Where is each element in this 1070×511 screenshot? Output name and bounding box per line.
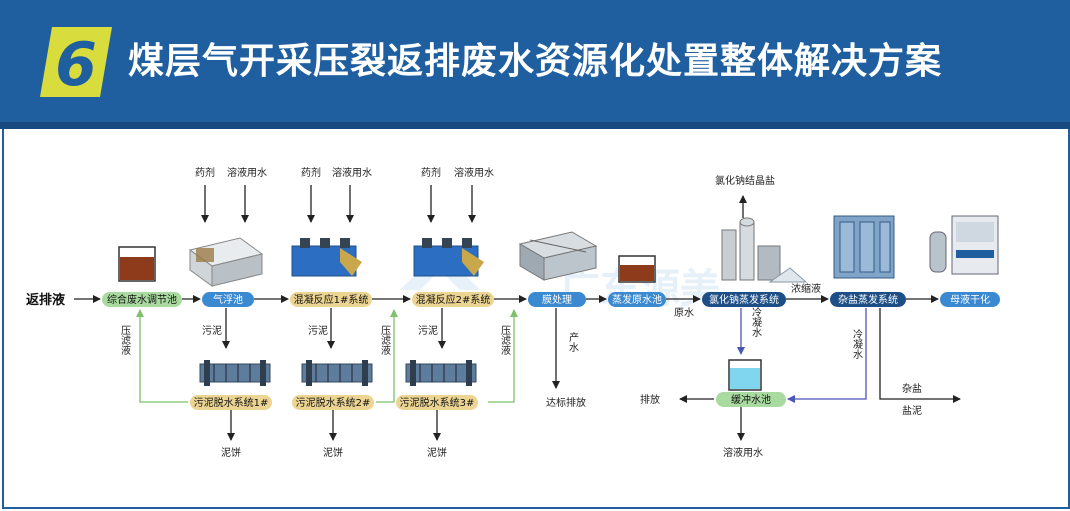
flotation-unit-image bbox=[188, 237, 264, 287]
label-product-water: 产水 bbox=[567, 331, 579, 352]
equalization-tank-image bbox=[118, 246, 156, 282]
arrow-filtrate-return-3 bbox=[488, 309, 518, 403]
svg-text:污泥脱水系统2#: 污泥脱水系统2# bbox=[296, 396, 371, 409]
label-salt-mud: 盐泥 bbox=[902, 404, 922, 417]
label-sludge-3: 污泥 bbox=[418, 324, 438, 337]
svg-text:混凝反应2#系统: 混凝反应2#系统 bbox=[416, 293, 491, 306]
label-solution-2: 溶液用水 bbox=[332, 166, 372, 179]
node-dewater3: 污泥脱水系统3# bbox=[396, 395, 478, 410]
node-equalization: 综合废水调节池 bbox=[102, 292, 182, 307]
node-membrane: 膜处理 bbox=[528, 292, 586, 307]
svg-text:污泥脱水系统3#: 污泥脱水系统3# bbox=[400, 396, 475, 409]
label-cake-1: 泥饼 bbox=[221, 446, 241, 459]
label-reagent-1: 药剂 bbox=[195, 166, 215, 179]
page-title: 煤层气开采压裂返排废水资源化处置整体解决方案 bbox=[128, 41, 943, 82]
label-raw-water: 原水 bbox=[674, 307, 694, 319]
svg-text:气浮池: 气浮池 bbox=[213, 293, 243, 306]
label-solution-3: 溶液用水 bbox=[454, 166, 494, 179]
node-mother-dry: 母液干化 bbox=[940, 292, 1000, 307]
crystal-salt-image bbox=[768, 267, 808, 283]
svg-text:膜处理: 膜处理 bbox=[542, 294, 572, 306]
label-concentrate: 浓缩液 bbox=[791, 282, 821, 295]
label-sludge-2: 污泥 bbox=[308, 324, 328, 337]
svg-text:综合废水调节池: 综合废水调节池 bbox=[107, 293, 177, 306]
header-bar: 6 煤层气开采压裂返排废水资源化处置整体解决方案 bbox=[0, 0, 1070, 129]
arrow-filtrate-return-1 bbox=[136, 309, 188, 403]
label-solution-1: 溶液用水 bbox=[227, 166, 267, 179]
label-sludge-1: 污泥 bbox=[202, 324, 222, 337]
label-filtrate-1: 压滤液 bbox=[119, 325, 131, 356]
input-label: 返排液 bbox=[26, 292, 65, 308]
node-dewater1: 污泥脱水系统1# bbox=[190, 395, 272, 410]
arrow-filtrate-return-2 bbox=[376, 309, 398, 403]
label-condensate-1: 冷凝水 bbox=[750, 306, 762, 337]
node-nacl-evap: 氯化钠蒸发系统 bbox=[702, 292, 786, 307]
coagulation-2-image bbox=[413, 238, 484, 277]
dewater-press-3-image bbox=[405, 360, 477, 386]
label-reagent-2: 药剂 bbox=[301, 166, 321, 179]
label-reagent-3: 药剂 bbox=[421, 166, 441, 179]
label-discharge: 排放 bbox=[640, 393, 660, 406]
arrow-condensate-mixed bbox=[787, 308, 867, 403]
mixed-salt-evaporator-image bbox=[833, 215, 895, 279]
section-number: 6 bbox=[55, 30, 97, 97]
label-cake-3: 泥饼 bbox=[427, 446, 447, 459]
svg-text:蒸发原水池: 蒸发原水池 bbox=[612, 293, 662, 306]
label-nacl-crystal: 氯化钠结晶盐 bbox=[715, 174, 775, 187]
label-solution-water-out: 溶液用水 bbox=[723, 446, 763, 459]
coagulation-1-image bbox=[291, 238, 362, 277]
node-coag1: 混凝反应1#系统 bbox=[290, 292, 372, 307]
svg-text:缓冲水池: 缓冲水池 bbox=[731, 393, 771, 406]
arrow-mixed-salt-out bbox=[879, 308, 961, 403]
node-evap-tank: 蒸发原水池 bbox=[608, 292, 666, 307]
header-shadow bbox=[0, 122, 1070, 129]
node-flotation: 气浮池 bbox=[202, 292, 254, 307]
label-condensate-2: 冷凝水 bbox=[851, 328, 863, 359]
svg-text:氯化钠蒸发系统: 氯化钠蒸发系统 bbox=[709, 293, 779, 306]
label-discharge-std: 达标排放 bbox=[546, 396, 586, 409]
node-dewater2: 污泥脱水系统2# bbox=[292, 395, 374, 410]
svg-text:杂盐蒸发系统: 杂盐蒸发系统 bbox=[838, 293, 898, 306]
dewater-press-2-image bbox=[301, 360, 373, 386]
mother-liquor-dryer-image bbox=[929, 215, 999, 275]
label-cake-2: 泥饼 bbox=[323, 446, 343, 459]
svg-text:污泥脱水系统1#: 污泥脱水系统1# bbox=[194, 396, 269, 409]
section-number-badge: 6 bbox=[40, 27, 112, 97]
nacl-evaporator-image bbox=[721, 217, 781, 281]
node-mixed-evap: 杂盐蒸发系统 bbox=[830, 292, 906, 307]
dewater-press-1-image bbox=[199, 360, 271, 386]
evap-raw-tank-image bbox=[618, 255, 656, 283]
node-coag2: 混凝反应2#系统 bbox=[412, 292, 494, 307]
node-buffer: 缓冲水池 bbox=[716, 392, 786, 407]
label-filtrate-3: 压滤液 bbox=[499, 325, 511, 356]
label-mixed-salt: 杂盐 bbox=[902, 382, 922, 395]
label-filtrate-2: 压滤液 bbox=[379, 325, 391, 356]
content-border bbox=[2, 129, 1070, 509]
membrane-rack-image bbox=[518, 231, 598, 281]
svg-text:母液干化: 母液干化 bbox=[950, 293, 990, 306]
svg-text:混凝反应1#系统: 混凝反应1#系统 bbox=[294, 293, 369, 306]
buffer-tank-image bbox=[728, 359, 762, 391]
